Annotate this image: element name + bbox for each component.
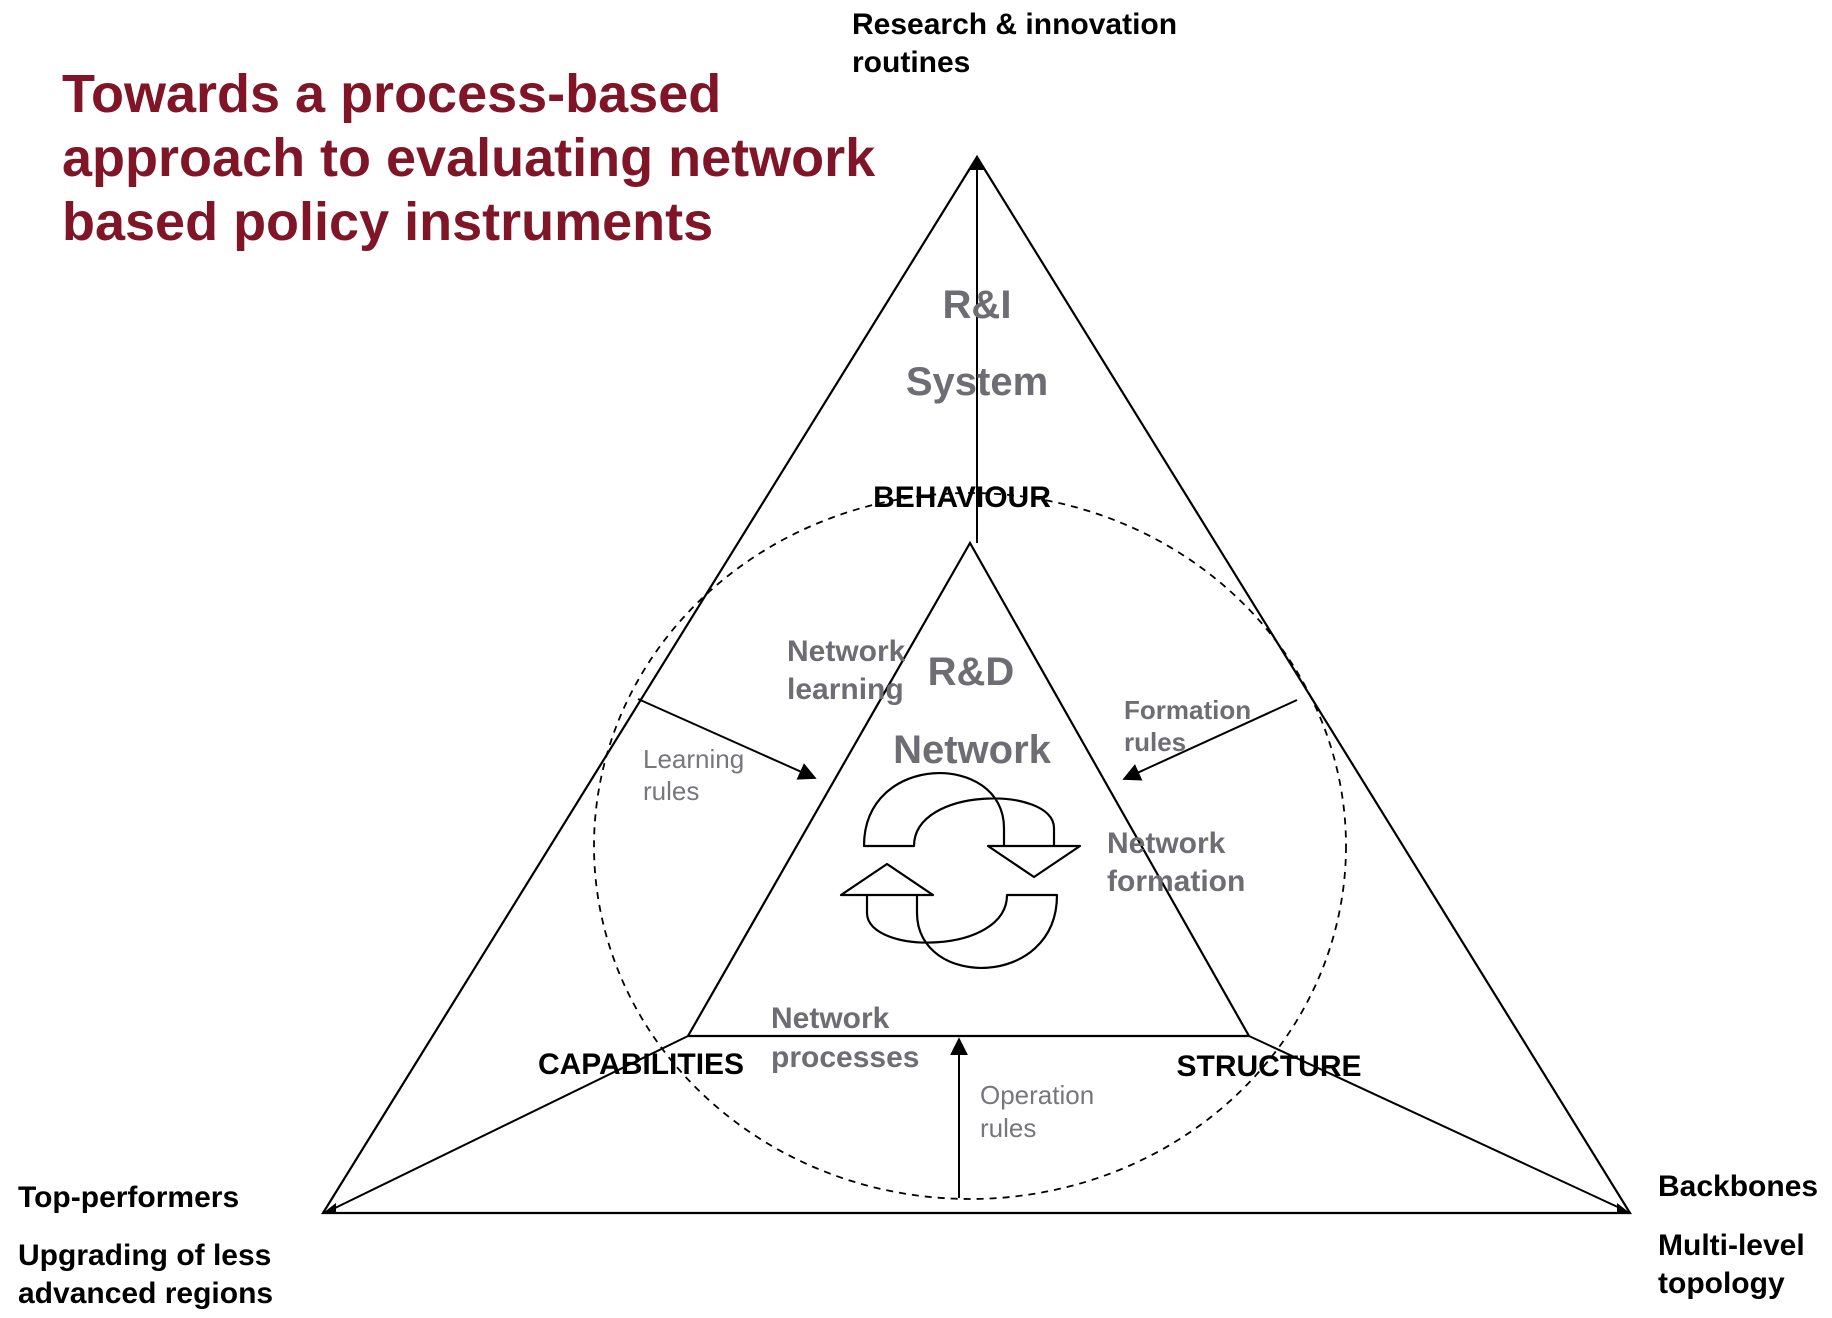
- right-label-multi-level-line-1: Multi-level: [1658, 1229, 1805, 1262]
- inner-triangle: [686, 540, 1251, 1038]
- top-label-line-2: routines: [852, 46, 971, 79]
- cycle-arrow-upper: [862, 772, 1082, 879]
- structure-label: STRUCTURE: [1177, 1050, 1362, 1083]
- learning-rules-label-2: rules: [643, 776, 699, 806]
- network-learning-label-2: learning: [787, 673, 904, 706]
- capabilities-line: [332, 1035, 689, 1210]
- learning-rules-label-1: Learning: [643, 744, 744, 774]
- left-label-upgrading-line-2: advanced regions: [18, 1277, 274, 1310]
- network-learning-label-1: Network: [787, 635, 906, 668]
- left-label-upgrading-line-1: Upgrading of less: [18, 1239, 272, 1272]
- left-label-upgrading: Upgrading of less advanced regions: [18, 1237, 273, 1313]
- formation-rules-label-1: Formation: [1124, 695, 1251, 725]
- outer-center-label-2: System: [906, 360, 1048, 404]
- title-line-3: based policy instruments: [62, 192, 714, 252]
- left-vertex-marker: [323, 1203, 336, 1213]
- top-vertex-marker: [970, 155, 984, 170]
- learning-rules-arrow: [637, 698, 817, 780]
- capabilities-label: CAPABILITIES: [538, 1048, 744, 1081]
- page-title: Towards a process-based approach to eval…: [62, 62, 875, 254]
- network-formation-label-1: Network: [1107, 827, 1226, 860]
- inner-center-label-1: R&D: [928, 650, 1015, 694]
- operation-rules-label-2: rules: [980, 1113, 1036, 1143]
- cycle-arrow-lower: [839, 862, 1059, 969]
- right-vertex-marker: [1617, 1203, 1630, 1213]
- network-processes-label-2: processes: [771, 1041, 919, 1074]
- operation-rules-label-1: Operation: [980, 1080, 1094, 1110]
- right-label-multi-level: Multi-level topology: [1658, 1227, 1805, 1303]
- behaviour-label: BEHAVIOUR: [873, 481, 1051, 514]
- network-processes-label-1: Network: [771, 1002, 890, 1035]
- outer-triangle: [321, 154, 1632, 1215]
- formation-rules-arrow: [1122, 699, 1298, 781]
- right-label-multi-level-line-2: topology: [1658, 1267, 1785, 1300]
- title-line-2: approach to evaluating network: [62, 128, 876, 188]
- dashed-circle: [593, 492, 1347, 1200]
- structure-line: [1248, 1035, 1623, 1210]
- top-label: Research & innovation routines: [852, 6, 1177, 82]
- network-formation-label-2: formation: [1107, 865, 1245, 898]
- right-label-backbones: Backbones: [1658, 1170, 1819, 1203]
- outer-center-label-1: R&I: [943, 283, 1012, 327]
- title-line-1: Towards a process-based: [62, 64, 722, 124]
- formation-rules-label-2: rules: [1124, 727, 1186, 757]
- left-label-top-performers: Top-performers: [18, 1181, 240, 1214]
- inner-center-label-2: Network: [893, 728, 1052, 772]
- top-label-line-1: Research & innovation: [852, 8, 1178, 41]
